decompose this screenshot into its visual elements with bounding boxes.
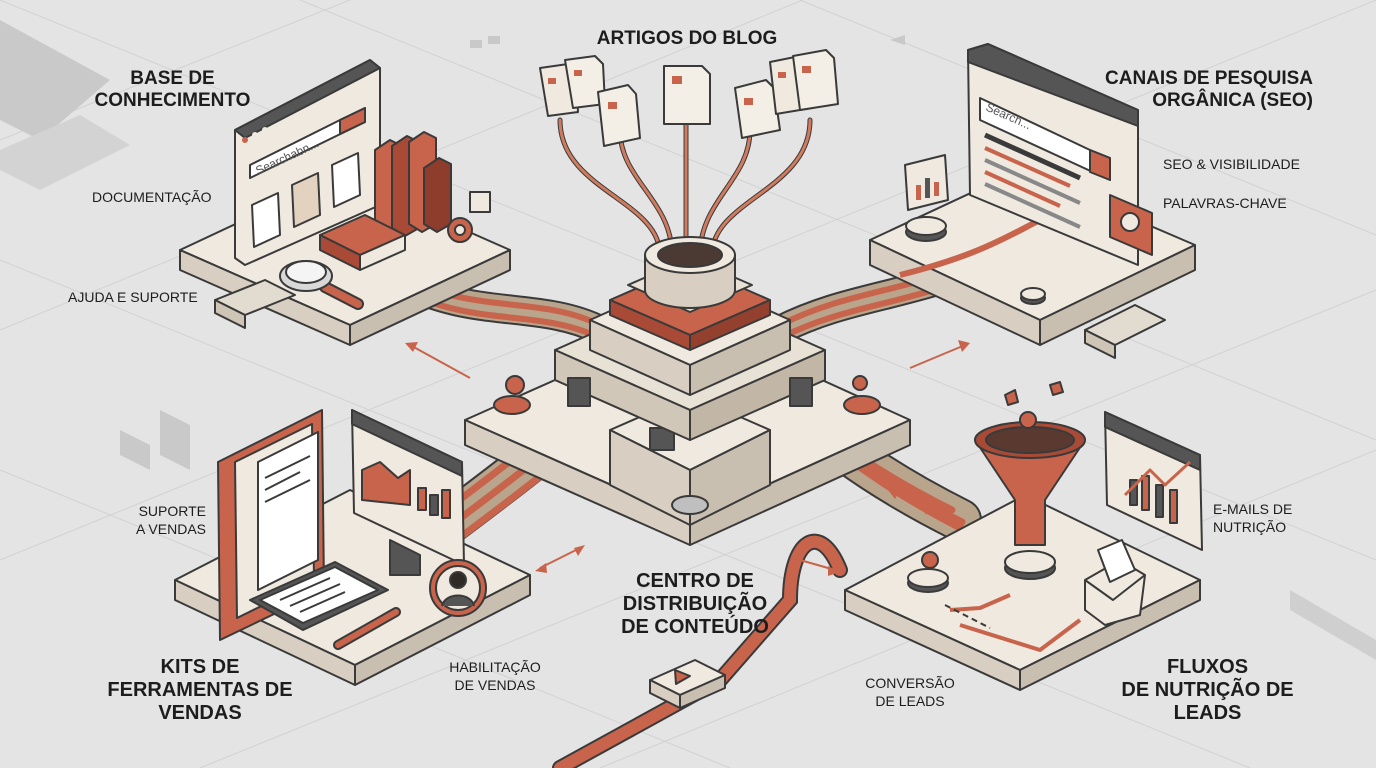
arrow-icon <box>409 344 471 379</box>
server-vent-icon <box>567 377 591 407</box>
distribution-center-title-line: DISTRIBUIÇÃO <box>622 593 768 615</box>
blog-articles-title: ARTIGOS DO BLOG <box>596 28 778 49</box>
sales-enablement-label-line: HABILITAÇÃO <box>449 659 541 675</box>
sales-toolkit-title-line: KITS DE <box>160 656 240 678</box>
sales-toolkit-title-line: FERRAMENTAS DE <box>107 679 293 701</box>
distribution-center-title-line: DE CONTEÚDO <box>621 616 769 638</box>
heart-icon <box>1004 389 1019 406</box>
funnel-icon <box>974 411 1086 546</box>
distribution-center-title-line: CENTRO DE <box>636 570 754 592</box>
nurture-emails-label-line: E-MAILS DE <box>1213 501 1293 517</box>
server-vent-icon <box>789 377 813 407</box>
arrow-icon <box>909 344 966 369</box>
magnifier-icon <box>279 260 364 310</box>
lead-conversion-label-line: CONVERSÃO <box>865 675 955 691</box>
lead-nurturing-title-line: LEADS <box>1173 702 1242 724</box>
lead-conversion-label: CONVERSÃO DE LEADS <box>850 674 970 710</box>
help-icon <box>469 191 491 213</box>
play-icon <box>674 669 691 685</box>
seo-title: CANAIS DE PESQUISA ORGÂNICA (SEO) <box>1060 68 1313 112</box>
seo-visibility-label: SEO & VISIBILIDADE <box>1163 156 1300 172</box>
document-icon <box>291 172 321 228</box>
sales-toolkit-title-line: VENDAS <box>158 702 242 724</box>
document-icon <box>792 49 839 111</box>
document-icon <box>257 431 319 591</box>
sales-support-label: SUPORTE A VENDAS <box>100 502 206 538</box>
knowledge-base-title: BASE DE CONHECIMENTO <box>70 68 275 112</box>
sales-enablement-label: HABILITAÇÃO DE VENDAS <box>435 658 555 694</box>
location-pin-icon <box>852 375 868 391</box>
sales-support-label-line: A VENDAS <box>135 521 206 537</box>
lead-nurturing-title-line: DE NUTRIÇÃO DE <box>1121 679 1294 701</box>
books-icon <box>374 131 452 241</box>
arrow-icon <box>535 563 547 573</box>
sales-toolkit-platform <box>174 409 531 686</box>
knowledge-base-title-line: BASE DE <box>130 68 215 89</box>
document-icon <box>564 55 606 109</box>
book-icon <box>319 214 406 271</box>
documentation-label: DOCUMENTAÇÃO <box>92 189 212 205</box>
seo-title-line: ORGÂNICA (SEO) <box>1152 90 1313 111</box>
search-icon <box>339 107 366 135</box>
knowledge-base-platform <box>179 59 511 346</box>
document-icon <box>597 84 641 147</box>
arrow-icon <box>892 491 933 513</box>
seo-title-line: CANAIS DE PESQUISA <box>1105 68 1313 89</box>
arrow-icon <box>539 547 581 569</box>
nurture-emails-label-line: NUTRIÇÃO <box>1213 519 1287 535</box>
keywords-label: PALAVRAS-CHAVE <box>1163 195 1287 211</box>
search-icon <box>1089 149 1111 181</box>
help-support-label: AJUDA E SUPORTE <box>68 289 198 305</box>
central-hub <box>464 236 911 546</box>
knowledge-base-title-line: CONHECIMENTO <box>94 90 251 111</box>
location-pin-icon <box>921 551 939 569</box>
arrow-icon <box>888 490 900 499</box>
arrow-icon <box>958 340 970 352</box>
lead-nurturing-title: FLUXOS DE NUTRIÇÃO DE LEADS <box>1085 656 1330 725</box>
document-icon <box>663 65 711 125</box>
seo-platform <box>869 43 1196 359</box>
background-shapes <box>0 20 1376 660</box>
gear-icon <box>505 375 525 395</box>
arrow-icon <box>405 342 418 352</box>
lead-nurturing-title-line: FLUXOS <box>1166 656 1249 678</box>
sales-support-label-line: SUPORTE <box>138 503 206 519</box>
heart-icon <box>1049 381 1064 396</box>
distribution-center-title: CENTRO DE DISTRIBUIÇÃO DE CONTEÚDO <box>595 570 795 639</box>
document-icon <box>331 152 361 208</box>
sales-toolkit-title: KITS DE FERRAMENTAS DE VENDAS <box>100 656 300 725</box>
lead-nurturing-platform <box>844 381 1203 691</box>
video-panel <box>649 659 726 709</box>
sales-enablement-label-line: DE VENDAS <box>454 677 536 693</box>
nurture-emails-label: E-MAILS DE NUTRIÇÃO <box>1213 500 1292 536</box>
blog-documents <box>539 49 839 147</box>
flow-arrows <box>405 340 970 576</box>
document-icon <box>251 192 281 248</box>
lead-conversion-label-line: DE LEADS <box>875 693 945 709</box>
